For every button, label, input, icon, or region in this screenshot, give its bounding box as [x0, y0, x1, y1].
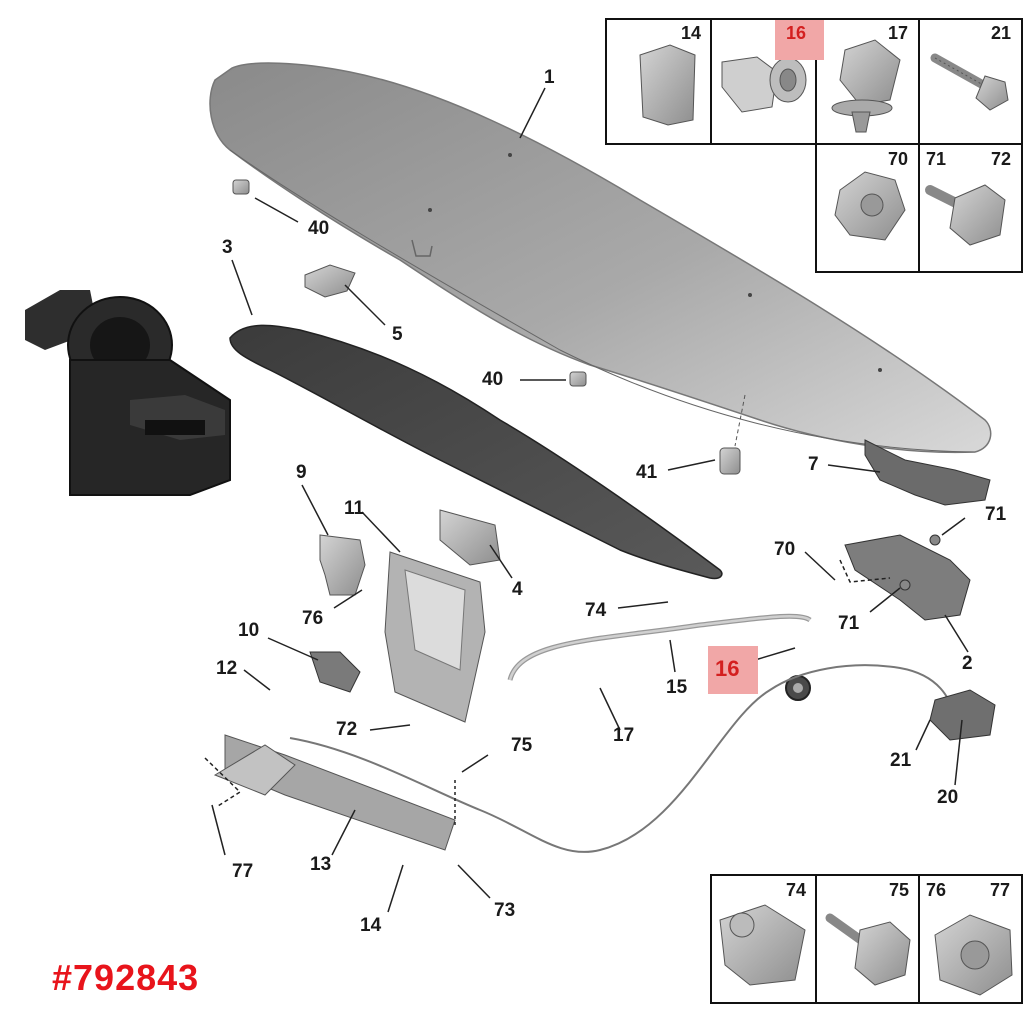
callout-5: 5	[392, 324, 403, 345]
callout-7: 7	[808, 454, 819, 475]
grid-label-70: 70	[888, 149, 909, 169]
callout-74: 74	[585, 600, 607, 621]
grid-label-72: 72	[991, 149, 1012, 169]
grid-part-74	[719, 904, 806, 986]
bump-stop-40-top	[232, 179, 250, 195]
callout-1: 1	[544, 67, 555, 88]
grid-label-74: 74	[786, 880, 807, 900]
leader-lines	[204, 87, 969, 913]
grid-label-21: 21	[991, 23, 1012, 43]
callout-13: 13	[310, 854, 332, 875]
grid-part-14	[639, 44, 696, 126]
latch-10	[309, 651, 361, 693]
callout-75: 75	[511, 735, 533, 756]
reference-number: #792843	[52, 957, 200, 998]
handle-20	[929, 689, 996, 741]
striker-41	[719, 394, 746, 475]
clip-5	[304, 264, 356, 298]
cable-grommet-16	[785, 675, 811, 701]
callout-41: 41	[636, 462, 658, 483]
grid-label-77: 77	[990, 880, 1011, 900]
callout-10: 10	[238, 620, 260, 641]
cross-member-13	[213, 734, 456, 851]
release-cable	[289, 664, 956, 853]
callout-76: 76	[302, 608, 324, 629]
grid-label-14: 14	[681, 23, 702, 43]
callout-71-upper: 71	[985, 504, 1007, 525]
bottom-hardware-grid	[710, 874, 1023, 1004]
callout-11: 11	[344, 498, 365, 519]
hood-panel	[209, 62, 992, 454]
callout-2: 2	[962, 653, 973, 674]
support-11	[384, 551, 486, 723]
callout-20: 20	[937, 787, 959, 808]
lock-2	[844, 534, 971, 621]
callout-16-highlight	[708, 646, 758, 694]
grid-part-70	[834, 171, 906, 241]
callout-12: 12	[216, 658, 238, 679]
bump-stop-40-mid	[569, 371, 587, 387]
callout-73: 73	[494, 900, 516, 921]
grid-label-16: 16	[786, 23, 807, 43]
grid-label-76: 76	[926, 880, 947, 900]
callout-70: 70	[774, 539, 796, 560]
callout-40-mid: 40	[482, 369, 504, 390]
callout-17: 17	[613, 725, 635, 746]
callout-14: 14	[360, 915, 382, 936]
callout-40-top: 40	[308, 218, 330, 239]
callout-77: 77	[232, 861, 254, 882]
grid-part-16	[721, 56, 807, 113]
callout-9: 9	[296, 462, 307, 483]
callout-21: 21	[890, 750, 912, 771]
callout-72: 72	[336, 719, 358, 740]
product-photo	[25, 290, 231, 496]
insulation-pad	[229, 324, 723, 580]
grid-part-17	[831, 39, 901, 133]
hinge-7	[864, 439, 991, 506]
grid-label-16-highlight	[775, 20, 824, 60]
callout-4: 4	[512, 579, 523, 600]
hinge-4	[439, 509, 501, 566]
grid-part-76-77	[934, 914, 1013, 996]
grid-label-71: 71	[926, 149, 947, 169]
release-rod-15	[507, 613, 812, 681]
grid-part-75	[825, 913, 911, 986]
grid-part-71-72	[925, 184, 1006, 246]
bracket-9	[319, 534, 366, 596]
grid-label-17: 17	[888, 23, 909, 43]
callout-15: 15	[666, 677, 688, 698]
callout-3: 3	[222, 237, 233, 258]
callout-16: 16	[715, 656, 740, 681]
grid-label-75: 75	[889, 880, 910, 900]
callout-71-lower: 71	[838, 613, 860, 634]
grid-part-21	[930, 53, 1009, 111]
